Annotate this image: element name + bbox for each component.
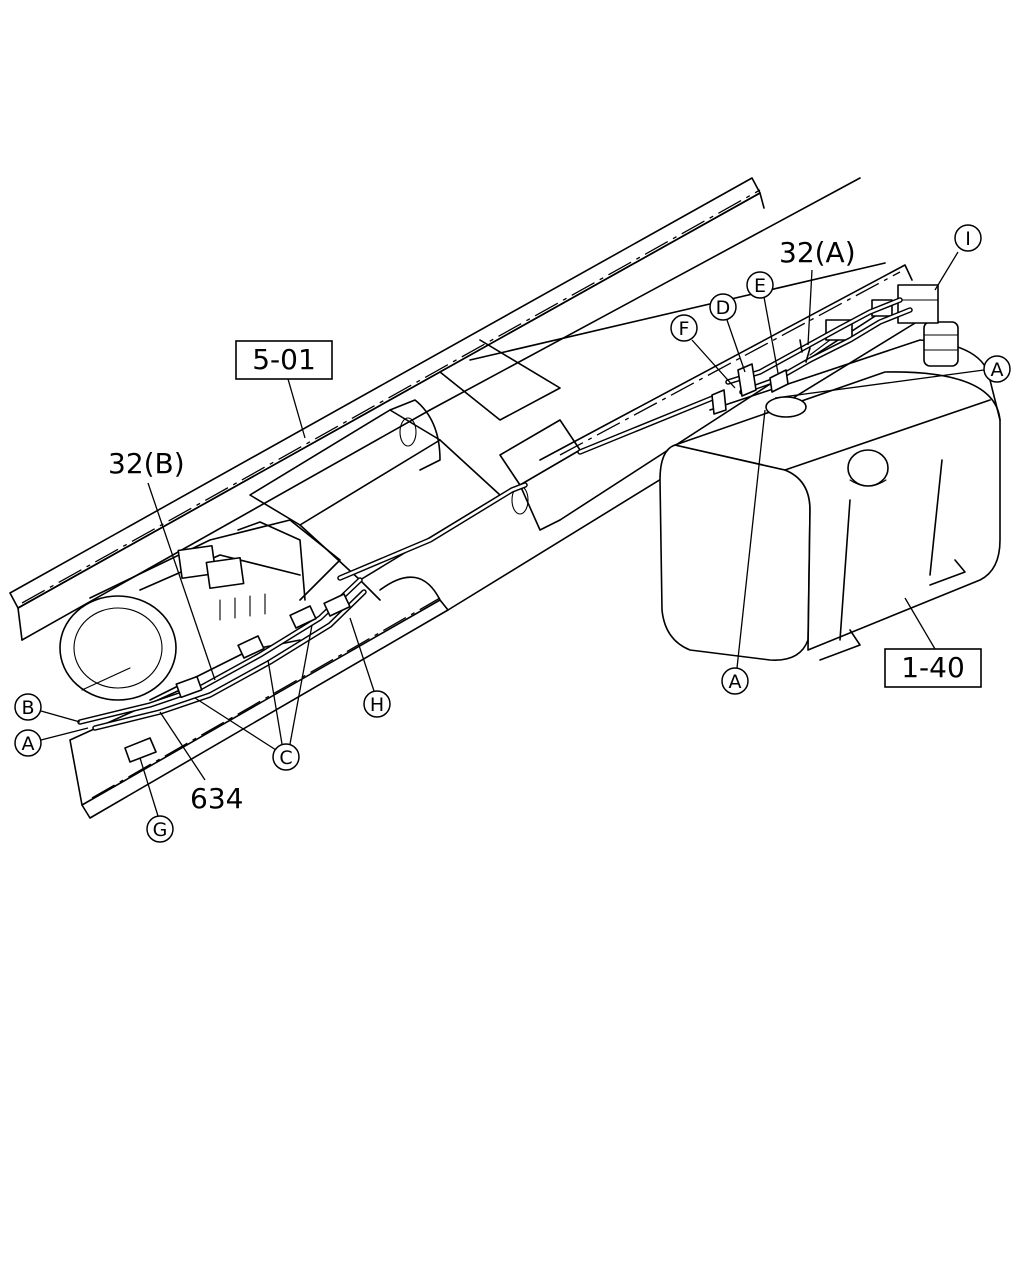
transmission-housing bbox=[59, 519, 341, 701]
callout-d: D bbox=[709, 293, 746, 373]
ref-box-1-40-text: 1-40 bbox=[901, 651, 965, 684]
part-label-634: 634 bbox=[159, 711, 243, 815]
callout-i-text: I bbox=[965, 228, 971, 250]
callout-h: H bbox=[349, 617, 391, 718]
callout-f: F bbox=[670, 314, 736, 389]
part-label-32a-text: 32(A) bbox=[779, 236, 856, 269]
callout-g-text: G bbox=[153, 819, 168, 841]
part-label-32b: 32(B) bbox=[108, 447, 216, 681]
callout-e: E bbox=[746, 271, 779, 374]
callout-b-left: B bbox=[14, 693, 81, 723]
fuel-filter-assembly bbox=[809, 284, 959, 367]
fuel-line-32b bbox=[77, 577, 367, 731]
cross-member-front bbox=[249, 399, 501, 601]
callout-c-text: C bbox=[279, 747, 292, 769]
part-label-634-text: 634 bbox=[190, 782, 243, 815]
ref-box-1-40: 1-40 bbox=[884, 597, 982, 688]
callout-a-right-text: A bbox=[991, 359, 1004, 381]
callout-a-left-text: A bbox=[22, 733, 35, 755]
part-label-32a: 32(A) bbox=[779, 236, 856, 346]
callout-a-left: A bbox=[14, 727, 89, 757]
callout-f-text: F bbox=[679, 318, 690, 340]
callout-i: I bbox=[934, 224, 982, 291]
fuel-tank bbox=[659, 339, 1001, 661]
cross-member-rear bbox=[499, 419, 581, 531]
callout-e-text: E bbox=[754, 275, 766, 297]
callout-a-tank: A bbox=[721, 409, 766, 695]
part-label-32b-text: 32(B) bbox=[108, 447, 185, 480]
ref-box-5-01-text: 5-01 bbox=[252, 343, 316, 376]
callout-c: C bbox=[194, 624, 313, 771]
callout-d-text: D bbox=[716, 297, 731, 319]
callout-a-tank-text: A bbox=[729, 671, 742, 693]
clip-g bbox=[124, 737, 157, 763]
callout-a-right: A bbox=[774, 355, 1011, 399]
callout-g: G bbox=[139, 757, 174, 843]
callout-b-left-text: B bbox=[21, 697, 34, 719]
callout-h-text: H bbox=[370, 694, 384, 716]
clip-top-dfe bbox=[711, 363, 789, 415]
ref-box-5-01: 5-01 bbox=[235, 340, 333, 439]
clip-set-c bbox=[175, 593, 351, 699]
fuel-line-32a bbox=[725, 297, 913, 395]
fuel-line-frame-run bbox=[337, 392, 723, 581]
